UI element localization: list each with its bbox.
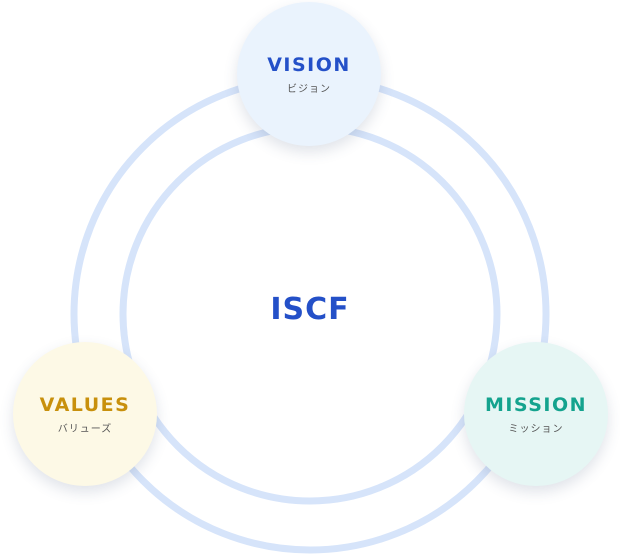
mission-node: MISSION ミッション (464, 342, 608, 486)
vision-node: VISION ビジョン (237, 2, 381, 146)
values-subtitle: バリューズ (57, 424, 113, 435)
mission-title: MISSION (484, 394, 588, 416)
mission-subtitle: ミッション (508, 424, 564, 435)
vision-title: VISION (267, 54, 351, 76)
center-label: ISCF (270, 292, 350, 327)
values-title: VALUES (39, 394, 131, 416)
values-node: VALUES バリューズ (13, 342, 157, 486)
vision-subtitle: ビジョン (287, 84, 331, 95)
